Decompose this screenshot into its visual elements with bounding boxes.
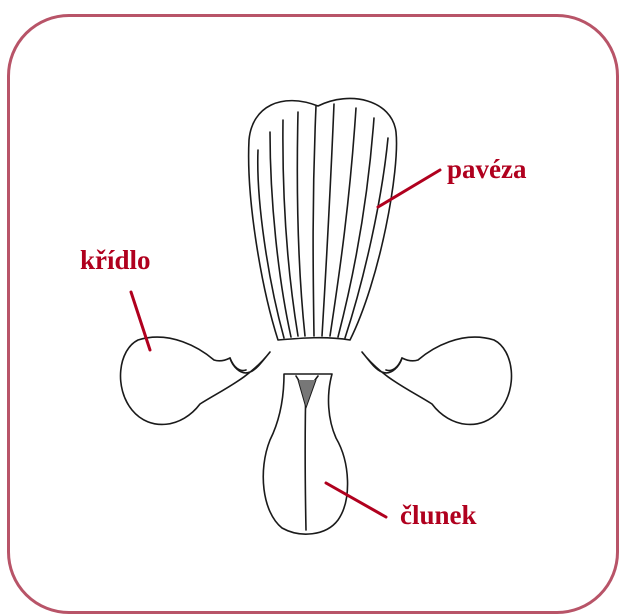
right-wing — [362, 337, 511, 424]
label-wing: křídlo — [80, 247, 151, 274]
leader-keel — [326, 483, 386, 517]
keel-petal — [263, 374, 347, 534]
label-standard: pavéza — [447, 156, 526, 183]
diagram-canvas: pavéza křídlo člunek — [0, 0, 630, 598]
leader-standard — [378, 170, 440, 207]
flower-drawing — [0, 0, 630, 598]
leader-wing — [131, 292, 150, 350]
label-keel: člunek — [400, 502, 477, 529]
left-wing — [121, 337, 270, 424]
standard-petal — [249, 98, 397, 340]
